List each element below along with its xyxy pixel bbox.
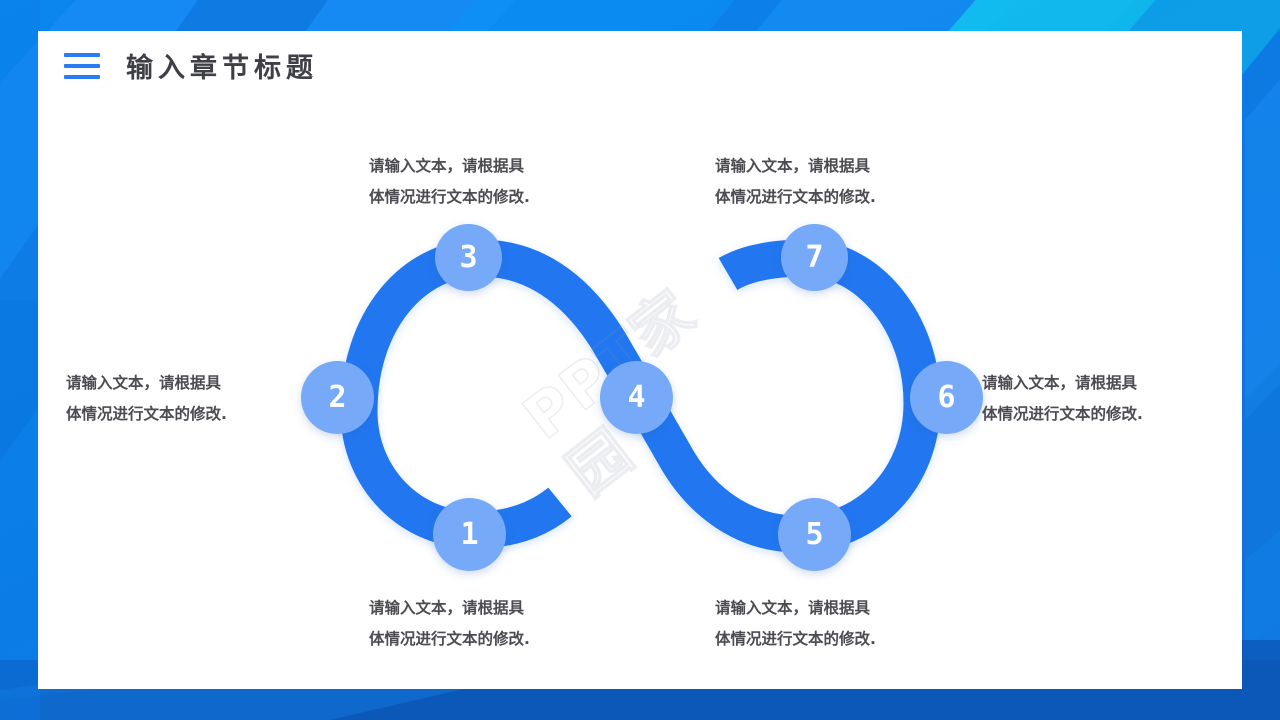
caption-mid-left: 请输入文本，请根据具 体情况进行文本的修改. bbox=[66, 368, 227, 430]
infinity-loop-graphic bbox=[340, 239, 941, 553]
caption-line: 体情况进行文本的修改. bbox=[715, 188, 876, 206]
caption-line: 体情况进行文本的修改. bbox=[66, 405, 227, 423]
ribbon-left-loop bbox=[340, 239, 652, 549]
caption-line: 请输入文本，请根据具 bbox=[369, 599, 525, 617]
node-3-number: 3 bbox=[459, 240, 478, 275]
node-1[interactable]: 1 bbox=[433, 498, 506, 571]
hamburger-icon[interactable] bbox=[64, 52, 100, 79]
node-7-number: 7 bbox=[805, 240, 824, 275]
caption-bottom-right: 请输入文本，请根据具 体情况进行文本的修改. bbox=[715, 593, 876, 655]
slide-content-card: 输入章节标题 PPT家园 1 2 3 bbox=[38, 31, 1242, 689]
node-2[interactable]: 2 bbox=[301, 361, 374, 434]
caption-bottom-left: 请输入文本，请根据具 体情况进行文本的修改. bbox=[369, 593, 530, 655]
node-3[interactable]: 3 bbox=[435, 224, 502, 291]
node-7[interactable]: 7 bbox=[781, 224, 848, 291]
caption-line: 体情况进行文本的修改. bbox=[369, 188, 530, 206]
caption-line: 体情况进行文本的修改. bbox=[982, 405, 1143, 423]
hamburger-bar bbox=[64, 52, 100, 57]
caption-top-right: 请输入文本，请根据具 体情况进行文本的修改. bbox=[715, 151, 876, 213]
caption-top-left: 请输入文本，请根据具 体情况进行文本的修改. bbox=[369, 151, 530, 213]
node-2-number: 2 bbox=[328, 380, 347, 415]
node-5-number: 5 bbox=[805, 517, 824, 552]
node-6[interactable]: 6 bbox=[910, 361, 983, 434]
node-1-number: 1 bbox=[460, 517, 479, 552]
hamburger-bar bbox=[64, 63, 100, 68]
slide-header: 输入章节标题 bbox=[64, 46, 318, 85]
caption-line: 请输入文本，请根据具 bbox=[369, 157, 525, 175]
node-4-number: 4 bbox=[627, 380, 646, 415]
node-6-number: 6 bbox=[937, 380, 956, 415]
node-4[interactable]: 4 bbox=[600, 361, 673, 434]
caption-line: 请输入文本，请根据具 bbox=[66, 374, 222, 392]
hamburger-bar bbox=[64, 74, 100, 79]
caption-line: 体情况进行文本的修改. bbox=[715, 630, 876, 648]
caption-mid-right: 请输入文本，请根据具 体情况进行文本的修改. bbox=[982, 368, 1143, 430]
node-5[interactable]: 5 bbox=[778, 498, 851, 571]
page-title: 输入章节标题 bbox=[126, 53, 318, 84]
caption-line: 体情况进行文本的修改. bbox=[369, 630, 530, 648]
caption-line: 请输入文本，请根据具 bbox=[715, 599, 871, 617]
caption-line: 请输入文本，请根据具 bbox=[715, 157, 871, 175]
ribbon-right-loop bbox=[619, 239, 941, 553]
caption-line: 请输入文本，请根据具 bbox=[982, 374, 1138, 392]
